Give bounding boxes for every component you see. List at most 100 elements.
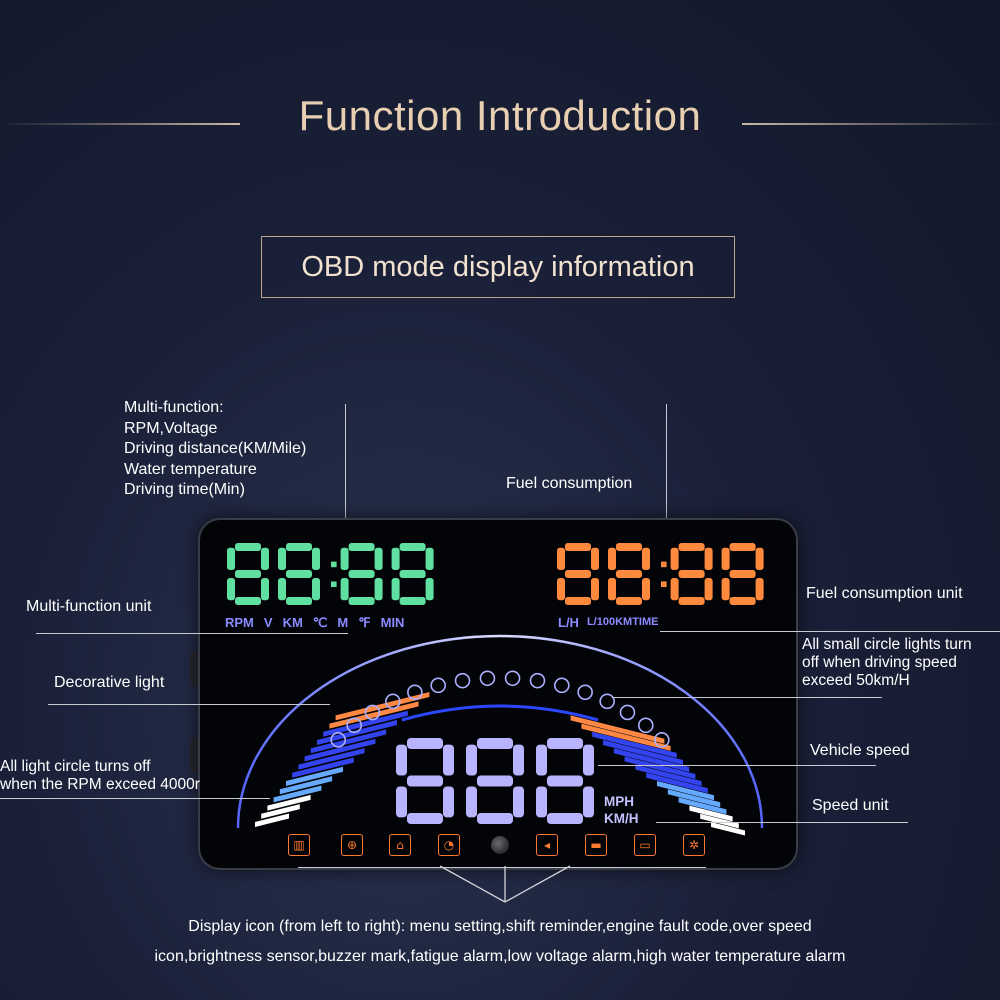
multi-function-label: Multi-function: RPM,Voltage Driving dist… — [124, 398, 306, 501]
rpm-bar — [310, 729, 387, 754]
circle-light — [330, 732, 346, 748]
rpm-bar — [255, 813, 289, 827]
rpm-circle-line: All light circle turns off — [0, 758, 151, 775]
circle-light — [654, 732, 670, 748]
circle-light — [577, 684, 593, 701]
unit-min: MIN — [380, 615, 405, 630]
device-side-button — [190, 738, 199, 772]
menu-setting-icon: ▥ — [288, 834, 310, 856]
unit-rpm: RPM — [225, 615, 254, 630]
fuel-unit-pointer — [660, 631, 1000, 632]
circle-lights-line: All small circle lights turn — [802, 636, 972, 653]
circle-light — [385, 693, 401, 710]
vehicle-speed-pointer — [598, 765, 876, 766]
digit-segment — [729, 543, 756, 551]
rpm-bar — [286, 766, 343, 786]
digit-segment — [278, 547, 286, 570]
digit-segment — [557, 547, 565, 570]
digit-segment — [466, 744, 477, 776]
digit-segment — [591, 578, 599, 601]
device-side-button — [190, 652, 199, 686]
digit-segment — [642, 578, 650, 601]
multi-function-line: Driving time(Min) — [124, 481, 245, 498]
circle-lights-line: off when driving speed — [802, 654, 957, 671]
rpm-bar — [279, 776, 333, 795]
rpm-circle-pointer — [0, 798, 270, 799]
digit-segment — [547, 738, 583, 749]
low-voltage-icon: ▭ — [634, 834, 656, 856]
circle-lights-label: All small circle lights turn off when dr… — [802, 636, 972, 690]
circle-light — [599, 693, 615, 710]
brightness-sensor-icon — [491, 836, 509, 854]
water-temp-icon: ✲ — [683, 834, 705, 856]
digit-segment — [391, 547, 400, 570]
digit-segment — [583, 786, 594, 818]
digit-segment — [399, 570, 426, 578]
unit-mph: MPH — [604, 794, 634, 809]
digit-segment — [348, 597, 375, 605]
section-heading: OBD mode display information — [261, 236, 735, 298]
digit-segment — [396, 786, 407, 818]
fuel-digits — [557, 543, 764, 605]
digit-segment — [557, 578, 565, 601]
digit-segment — [678, 570, 705, 578]
circle-lights-line: exceed 50km/H — [802, 672, 910, 689]
rpm-bar — [624, 756, 696, 780]
fuel-consumption-pointer — [666, 404, 667, 542]
digit-segment — [513, 786, 524, 818]
speed-circle-lights — [330, 670, 670, 748]
digit-segment — [608, 547, 616, 570]
digit-segment — [678, 543, 705, 551]
digit-segment — [755, 578, 764, 601]
multi-function-pointer — [345, 404, 346, 544]
digit-segment — [312, 578, 320, 601]
unit-lh: L/H — [558, 615, 579, 630]
circle-light — [637, 717, 654, 734]
colon-dot — [661, 581, 667, 588]
rpm-bar — [711, 822, 745, 836]
digit-segment — [616, 543, 642, 551]
rpm-bar — [603, 740, 683, 765]
digit-segment — [565, 543, 591, 551]
rpm-bars-right — [570, 715, 745, 836]
speed-unit-pointer — [656, 822, 908, 823]
digit-segment — [286, 543, 312, 551]
speed-arc-outer — [236, 634, 764, 829]
circle-light — [364, 704, 381, 721]
digit-segment — [425, 547, 434, 570]
digit-segment — [227, 547, 235, 570]
digit-segment — [235, 543, 261, 551]
rpm-bar — [613, 748, 690, 772]
digit-segment — [227, 578, 235, 601]
digit-segment — [477, 775, 513, 787]
multi-function-unit-pointer — [36, 633, 348, 634]
decorative-light-label: Decorative light — [54, 674, 165, 691]
fuel-unit-label: Fuel consumption unit — [806, 585, 963, 602]
digit-segment — [235, 570, 261, 578]
digit-segment — [729, 570, 756, 578]
digit-segment — [477, 738, 513, 749]
rpm-bars-left — [255, 692, 430, 827]
rpm-bar — [570, 715, 665, 744]
fuel-units: L/H L/100KMTIME — [558, 615, 658, 630]
rpm-bar — [261, 804, 300, 819]
digit-segment — [312, 547, 320, 570]
digit-segment — [443, 786, 454, 818]
speed-digits — [396, 738, 594, 824]
rpm-bar — [646, 772, 708, 794]
circle-light — [504, 670, 521, 687]
speed-units: MPH KM/H — [604, 793, 639, 827]
digit-segment — [348, 570, 375, 578]
circle-light — [554, 677, 570, 694]
digit-segment — [704, 578, 713, 601]
unit-fahrenheit: ℉ — [358, 615, 371, 630]
section-heading-text: OBD mode display information — [301, 250, 695, 283]
rpm-bar — [335, 692, 430, 721]
digit-segment — [704, 547, 713, 570]
digit-segment — [374, 578, 383, 601]
circle-lights-pointer — [612, 697, 882, 698]
digit-segment — [721, 547, 730, 570]
digit-segment — [235, 597, 261, 605]
icon-row-underline — [298, 867, 706, 868]
